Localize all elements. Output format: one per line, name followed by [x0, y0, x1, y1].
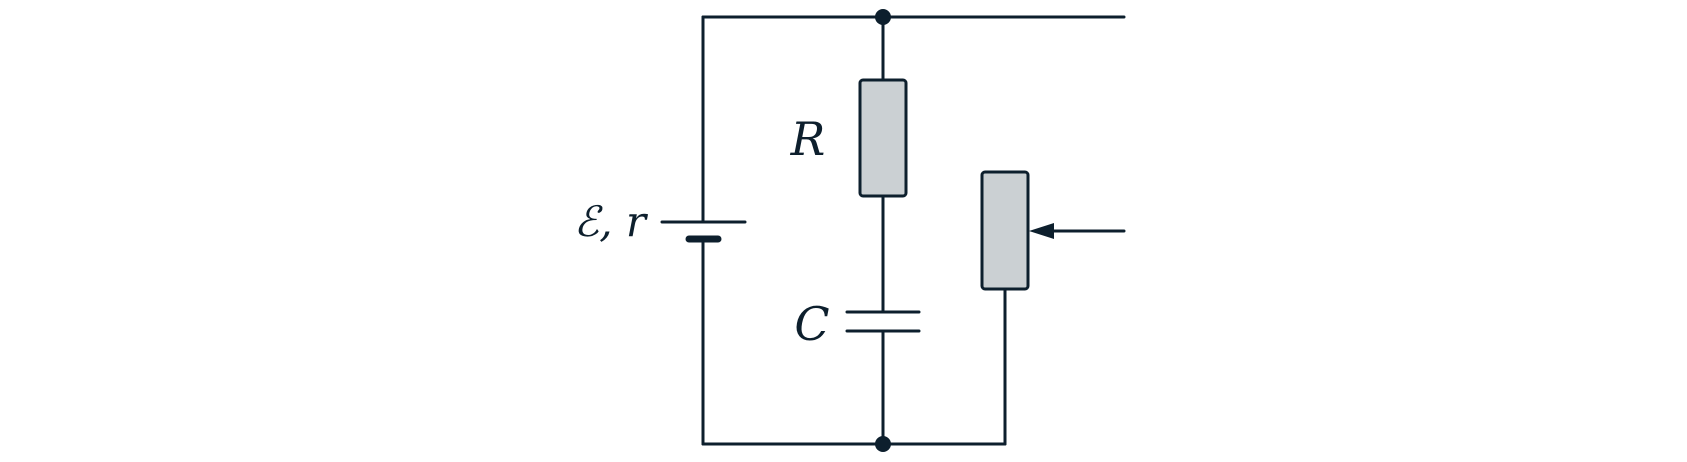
capacitor-label: C: [794, 297, 829, 351]
resistor-label: R: [790, 112, 826, 166]
source-label: ℰ, r: [574, 197, 649, 246]
bottom-node: [875, 436, 891, 452]
resistor-r: [858, 78, 908, 198]
slider-arrow-icon: [1029, 223, 1054, 239]
rheostat: [980, 170, 1030, 291]
top-node: [875, 9, 891, 25]
